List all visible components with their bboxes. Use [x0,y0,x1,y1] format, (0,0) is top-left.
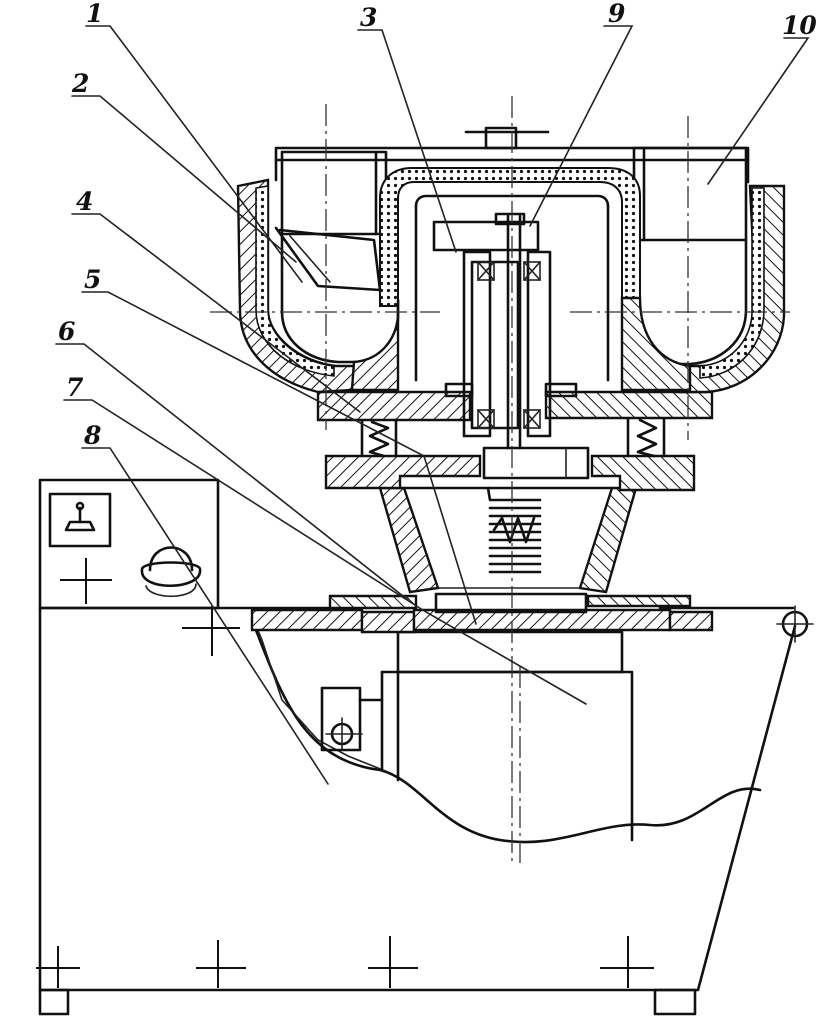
control-panel [38,478,220,610]
leader-lines [55,25,810,785]
pedal-button-icon [140,546,202,597]
base-cabinet [36,558,814,1016]
toggle-switch-icon [64,501,96,532]
callout-8: 8 [83,421,101,450]
shaft-assembly [432,212,552,450]
damping-spring [486,486,542,574]
callout-5: 5 [84,265,101,294]
callout-6: 6 [58,317,75,346]
center-lines [210,96,790,866]
inner-dome [350,167,692,392]
callout-9: 9 [608,0,625,28]
support-springs [360,414,666,458]
switch-box [48,492,112,548]
callout-2: 2 [71,69,89,98]
callouts: 1 2 3 4 5 6 7 8 9 10 [58,0,817,450]
callout-7: 7 [66,373,84,402]
feed-chute [274,226,382,292]
bearing-housing-left [462,250,492,438]
top-plate [250,592,714,634]
callout-4: 4 [76,187,93,216]
bearings [477,261,541,429]
callout-10: 10 [782,11,817,40]
cover-knob [484,126,518,150]
rotor-disc [432,220,540,252]
pivot-circle [776,605,814,643]
bearing-housing-right [526,250,552,438]
callout-3: 3 [360,3,377,32]
callout-1: 1 [86,0,103,28]
motor [320,630,634,842]
lower-plate [324,446,696,492]
base-crosses [36,558,654,988]
pedestal [378,486,638,594]
bowl-base-plate [316,382,714,422]
